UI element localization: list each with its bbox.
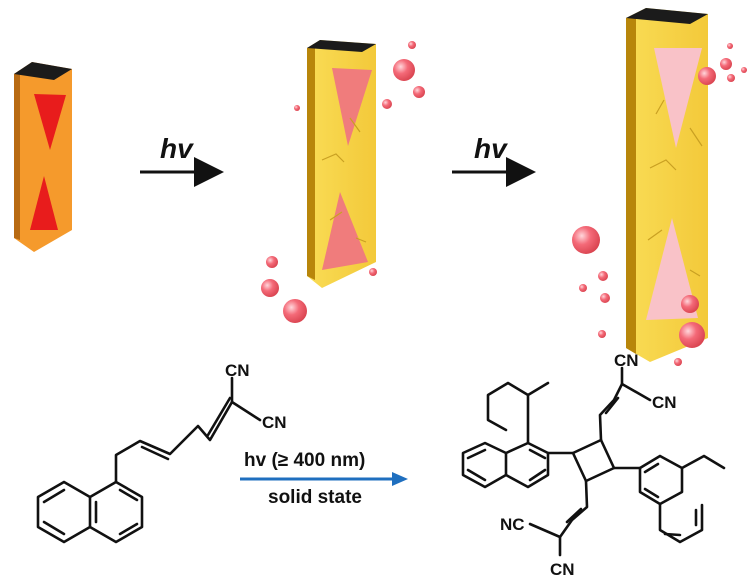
condition-wavelength: hv (≥ 400 nm) (244, 450, 365, 471)
arrow-2-label: hv (474, 133, 508, 164)
light-pink-triangle-bottom (646, 218, 698, 320)
condition-solid-state: solid state (268, 487, 362, 508)
droplets-2 (261, 41, 425, 323)
reaction-arrow-2: hv (452, 133, 536, 187)
crystal-yellow-tall (626, 8, 708, 362)
red-triangle-bottom (30, 176, 58, 230)
product-molecule (461, 366, 726, 557)
reactant-cn-right: CN (262, 413, 287, 432)
reactant-cn-top: CN (225, 361, 250, 380)
pink-triangle-top (332, 68, 372, 146)
product-cn-right: CN (652, 393, 677, 412)
reaction-arrow-1: hv (140, 133, 224, 187)
arrow-1-label: hv (160, 133, 194, 164)
red-triangle-top (34, 94, 66, 150)
light-pink-triangle-top (654, 48, 702, 148)
reactant-molecule (36, 376, 262, 544)
crystal-orange (14, 62, 72, 252)
product-nc-left: NC (500, 515, 525, 534)
product-cn-top: CN (614, 351, 639, 370)
pink-triangle-bottom (322, 192, 368, 270)
crystal-yellow-cracked (307, 40, 376, 288)
product-cn-bottom: CN (550, 560, 575, 579)
droplets-3 (572, 43, 747, 366)
reaction-arrow-blue (240, 472, 408, 486)
